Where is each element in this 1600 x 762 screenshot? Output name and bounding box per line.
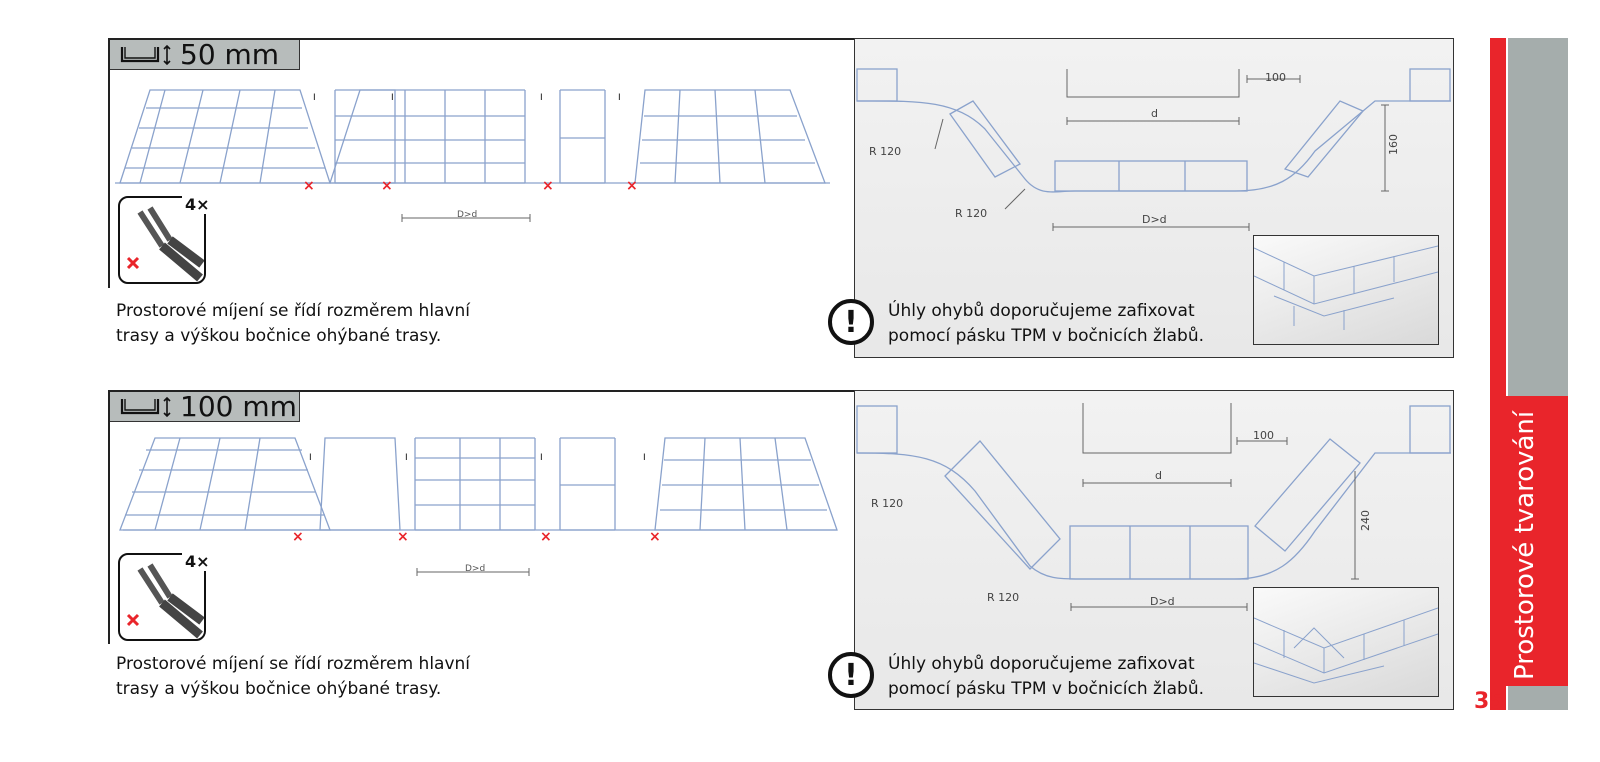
svg-text:I: I (405, 453, 408, 463)
dim-outer-label: D>d (1150, 595, 1175, 608)
svg-text:×: × (626, 178, 638, 194)
tray-3d-render (1253, 245, 1439, 330)
wire-cutter-icon (126, 563, 205, 639)
dim-inner-label: d (1155, 469, 1162, 482)
svg-text:I: I (391, 93, 394, 103)
svg-text:I: I (313, 93, 316, 103)
svg-text:×: × (292, 529, 304, 545)
svg-text:×: × (303, 178, 315, 194)
svg-text:×: × (540, 529, 552, 545)
dim-inner-label: d (1151, 107, 1158, 120)
svg-text:I: I (540, 93, 543, 103)
bend-diagram-panel: 100 d D>d R 120 R 120 160 (854, 38, 1454, 358)
dim-height-label: 240 (1359, 510, 1372, 531)
warning-text: Úhly ohybů doporučujeme zafixovat pomocí… (888, 654, 1205, 699)
bend-dimension-diagram: 100 d D>d R 120 R 120 240 (856, 403, 1451, 611)
wire-cutter-icon (126, 206, 205, 282)
tray-height-icon (120, 396, 171, 417)
warning-icon: ! (828, 299, 874, 345)
size-tab-label: 100 mm (180, 389, 297, 423)
cutter-tool-box (118, 196, 206, 284)
svg-text:×: × (649, 529, 661, 545)
svg-text:I: I (309, 453, 312, 463)
svg-text:×: × (542, 178, 554, 194)
tray-height-icon (120, 44, 171, 65)
caption-text: Prostorové míjení se řídí rozměrem hlavn… (116, 301, 471, 346)
svg-text:I: I (643, 453, 646, 463)
wire-tray-illustration: I I I I × × × × D>d (115, 89, 830, 222)
svg-text:I: I (618, 93, 621, 103)
bend-diagram-panel: 100 d D>d R 120 R 120 240 (854, 390, 1454, 710)
radius-top-label: R 120 (869, 145, 901, 158)
caption-text: Prostorové míjení se řídí rozměrem hlavn… (116, 654, 471, 699)
radius-bottom-label: R 120 (955, 207, 987, 220)
radius-top-label: R 120 (871, 497, 903, 510)
svg-text:×: × (381, 178, 393, 194)
dim-spacing-label: D>d (465, 564, 485, 574)
section-100mm-frame (108, 390, 856, 644)
tray-photo-inset (1253, 587, 1439, 697)
size-tab-100mm: 100 mm (110, 392, 300, 422)
svg-text:×: × (397, 529, 409, 545)
svg-text:I: I (540, 453, 543, 463)
section-50mm-frame (108, 38, 856, 288)
size-tab-label: 50 mm (180, 37, 280, 71)
sidebar-title: Prostorové tvarování (1510, 410, 1540, 680)
cut-count-badge: 4× (182, 195, 213, 214)
size-tab-50mm: 50 mm (110, 40, 300, 70)
dim-width-label: 100 (1265, 71, 1286, 84)
dim-height-label: 160 (1387, 134, 1400, 155)
dim-width-label: 100 (1253, 429, 1274, 442)
page-number: 35 (1474, 689, 1505, 714)
dim-spacing-label: D>d (457, 210, 477, 220)
dim-outer-label: D>d (1142, 213, 1167, 226)
cut-count-badge: 4× (182, 552, 213, 571)
radius-bottom-label: R 120 (987, 591, 1019, 604)
tray-photo-inset (1253, 235, 1439, 345)
sidebar-title-block (1490, 396, 1568, 686)
warning-icon: ! (828, 652, 874, 698)
bend-dimension-diagram: 100 d D>d R 120 R 120 160 (856, 68, 1451, 231)
tray-3d-render (1253, 607, 1439, 684)
warning-text: Úhly ohybů doporučujeme zafixovat pomocí… (888, 301, 1205, 346)
wire-tray-illustration: I I I I × × × × D>d (119, 437, 838, 576)
